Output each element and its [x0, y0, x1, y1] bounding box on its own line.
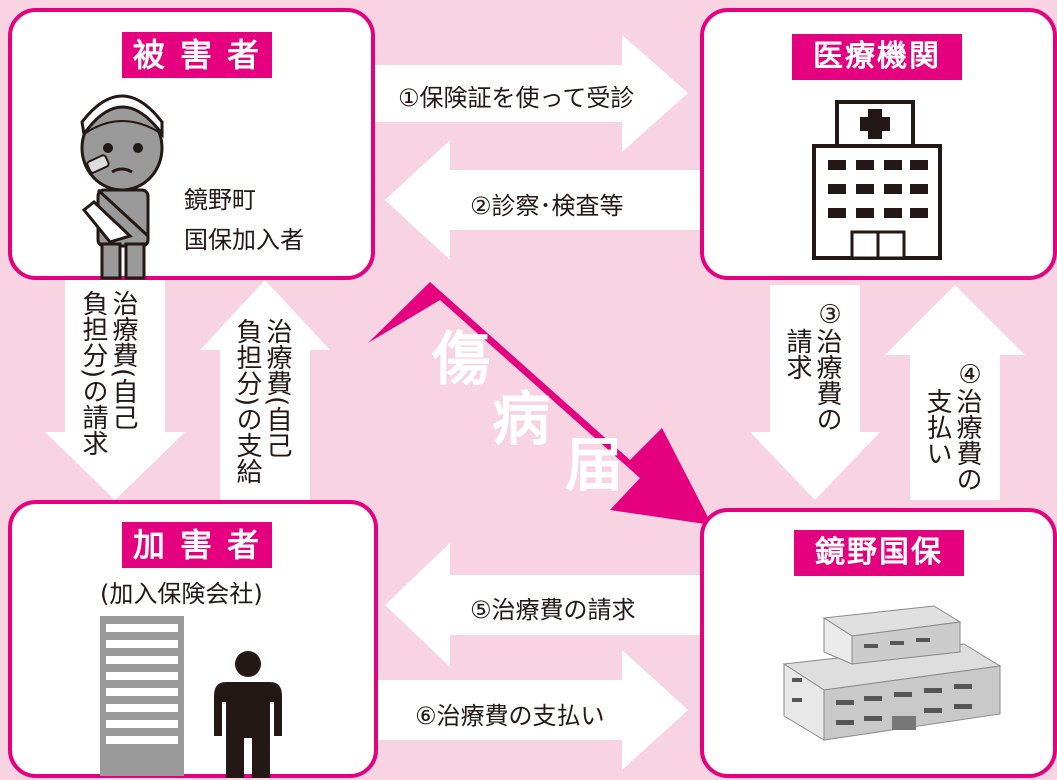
self-claim-text: 治療費(自己 負担分)の請求 [78, 290, 138, 457]
perpetrator-subtitle: (加入保険会社) [100, 580, 263, 608]
arrow-4-up [885, 285, 1025, 500]
step2-text: ②診察･検査等 [470, 192, 624, 220]
medical-label: 医療機関 [792, 34, 962, 80]
hospital-icon [812, 100, 942, 260]
perpetrator-label: 加 害 者 [122, 522, 272, 568]
step4-text: 治療費の 支払い [922, 388, 982, 492]
arrow-self-claim-down [45, 280, 185, 500]
victim-card: 被 害 者 鏡野町 国保加入者 [8, 8, 375, 280]
victim-label: 被 害 者 [122, 32, 272, 78]
medical-card: 医療機関 [700, 8, 1057, 280]
step3-num: ③ [815, 300, 845, 330]
injury-report-char-2: 病 [492, 385, 551, 453]
injury-report-arrow [368, 282, 712, 525]
arrow-5-left [385, 543, 700, 667]
injured-person-icon [80, 94, 164, 280]
injury-report-char-3: 届 [565, 431, 624, 499]
injury-report-char-1: 傷 [432, 325, 491, 393]
step5-text: ⑤治療費の請求 [470, 596, 636, 624]
victim-desc-line2: 国保加入者 [184, 226, 304, 254]
step4-num: ④ [955, 360, 985, 390]
arrow-1-right [375, 35, 688, 152]
insurer-label: 鏡野国保 [794, 530, 964, 576]
step3-text: 治療費の 請求 [782, 328, 842, 432]
victim-desc-line1: 鏡野町 [184, 186, 256, 214]
arrow-3-down [750, 285, 880, 500]
insurer-card: 鏡野国保 [700, 508, 1057, 778]
arrow-6-right [375, 650, 688, 770]
step6-text: ⑥治療費の支払い [415, 702, 605, 730]
self-pay-text: 治療費(自己 負担分)の支給 [232, 318, 292, 485]
arrow-2-left [385, 140, 700, 260]
arrow-self-pay-up [200, 280, 330, 500]
perpetrator-card: 加 害 者 (加入保険会社) [8, 500, 378, 778]
person-icon [214, 651, 282, 778]
step1-text: ①保険証を使って受診 [398, 84, 635, 112]
office-building-icon [100, 616, 184, 776]
insurer-building-icon [782, 605, 1002, 741]
